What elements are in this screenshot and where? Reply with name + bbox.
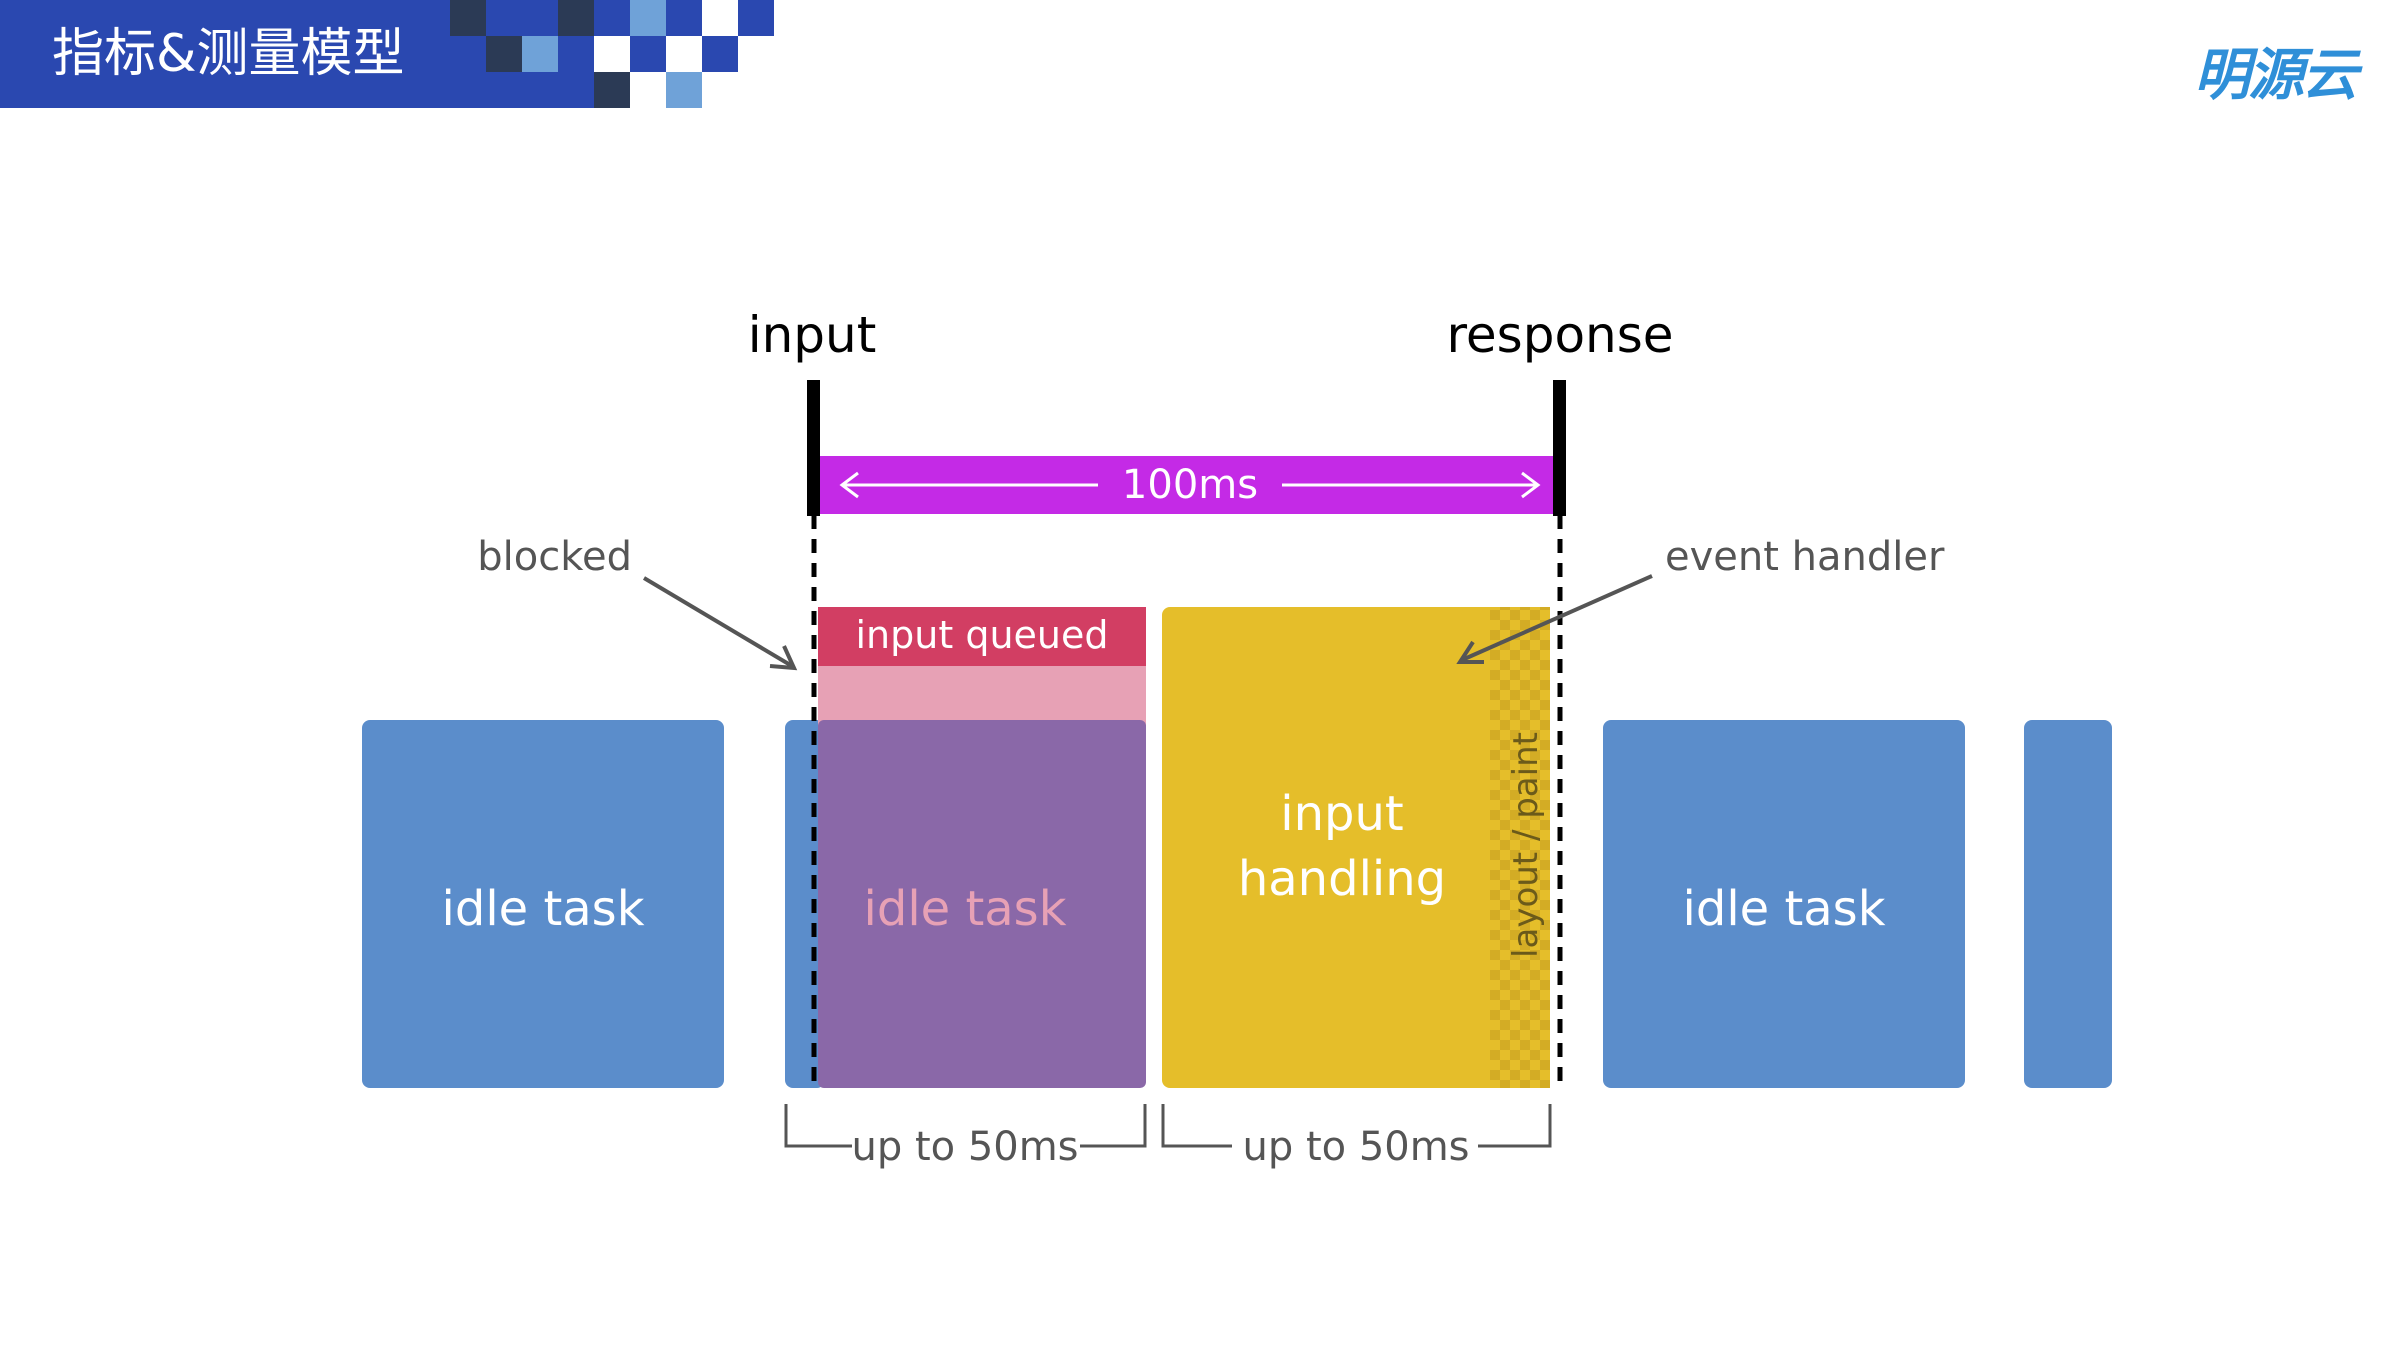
mosaic-square (630, 0, 666, 36)
mosaic-square (594, 72, 630, 108)
idle-task-block (362, 720, 724, 1088)
mosaic-square (486, 0, 522, 36)
idle-task-label: idle task (1683, 881, 1886, 937)
input-handling-label-line2: handling (1238, 851, 1446, 907)
duration-label: 100ms (1122, 462, 1258, 508)
event-handler-arrowhead (1456, 640, 1484, 664)
input-handling-block (1162, 607, 1550, 1088)
blocked-idle-task-label: idle task (864, 881, 1067, 937)
event-handler-annotation: event handler (1665, 534, 1945, 580)
blocked-annotation: blocked (477, 534, 632, 580)
brand-logo: 明源云 (2194, 43, 2358, 108)
duration-arrowhead-left (839, 471, 859, 499)
input-queued-label: input queued (856, 613, 1109, 657)
response-marker-label: response (1446, 306, 1673, 364)
mosaic-square (486, 36, 522, 72)
mosaic-square (594, 0, 630, 36)
response-marker (1553, 380, 1566, 516)
input-handling-label-line1: input (1280, 786, 1403, 842)
event-handler-arrow-line (1461, 574, 1653, 662)
idle-task-block (1603, 720, 1965, 1088)
bracket-right-label: up to 50ms (1242, 1124, 1469, 1170)
input-marker-label: input (748, 306, 877, 364)
mosaic-square (738, 0, 774, 36)
mosaic-square (630, 36, 666, 72)
duration-arrowhead-right (1521, 471, 1541, 499)
mosaic-square (522, 36, 558, 72)
idle-task-label: idle task (442, 881, 645, 937)
input-queued-bar (818, 607, 1146, 666)
mosaic-square (666, 0, 702, 36)
mosaic-square (666, 36, 702, 72)
mosaic-square (558, 0, 594, 36)
input-queued-light (818, 666, 1146, 726)
layout-paint-label: layout / paint (1506, 732, 1546, 958)
bracket-left (784, 1104, 852, 1148)
bracket-right-end (1478, 1104, 1552, 1148)
input-marker (807, 380, 820, 516)
mosaic-square (594, 36, 630, 72)
idle-task-block-partial (2024, 720, 2112, 1088)
bracket-right (1161, 1104, 1232, 1148)
blocked-arrowhead (769, 645, 798, 671)
page-title: 指标&测量模型 (52, 24, 405, 84)
bracket-left-label: up to 50ms (851, 1124, 1078, 1170)
bracket-left-end (1080, 1104, 1147, 1148)
blocked-arrow-line (642, 576, 794, 668)
layout-paint-block (1490, 607, 1550, 1088)
blocked-idle-task-block (818, 720, 1146, 1088)
mosaic-square (450, 0, 486, 36)
mosaic-square (666, 72, 702, 108)
mosaic-square (702, 36, 738, 72)
